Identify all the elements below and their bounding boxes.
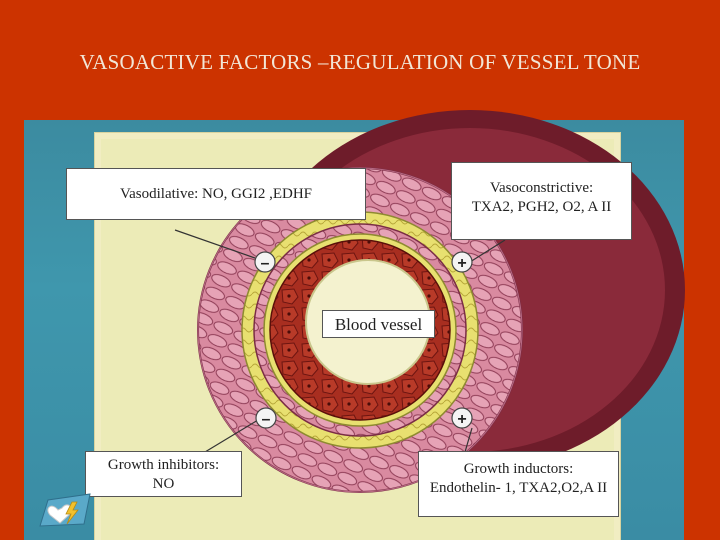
growth-inductors-title: Growth inductors: [463,461,574,477]
growth-inductors-factors: Endothelin- 1, TXA2,O2,A II [429,480,608,496]
growth-inductors-label: Growth inductors: Endothelin- 1, TXA2,O2… [418,451,619,517]
vasoconstrictive-label: Vasoconstrictive: TXA2, PGH2, O2, A II [451,162,632,240]
plus-marker-top-text: + [457,255,466,272]
plus-marker-bottom-text: + [457,411,466,428]
pointer-lines [174,229,506,453]
vasodilative-text: Vasodilative: NO, GGI2 ,EDHF [119,186,313,202]
slide-title: VASOACTIVE FACTORS –REGULATION OF VESSEL… [79,50,641,74]
minus-marker-bottom: – [255,407,277,429]
blood-vessel-text: Blood vessel [334,315,423,334]
minus-marker-top: – [254,251,276,273]
growth-inhibitors-title: Growth inhibitors: [107,457,220,473]
minus-marker-bottom-text: – [262,411,271,428]
blood-vessel-label: Blood vessel [322,310,435,338]
vasoconstrictive-factors: TXA2, PGH2, O2, A II [471,199,612,215]
growth-inhibitors-factors: NO [152,476,175,492]
vasoconstrictive-title: Vasoconstrictive: [489,180,594,196]
plus-marker-top: + [451,251,473,273]
plus-marker-bottom: + [451,407,473,429]
minus-marker-top-text: – [261,255,270,272]
growth-inhibitors-label: Growth inhibitors: NO [85,451,242,497]
heart-logo-icon [39,493,91,527]
vasodilative-label: Vasodilative: NO, GGI2 ,EDHF [66,168,366,220]
